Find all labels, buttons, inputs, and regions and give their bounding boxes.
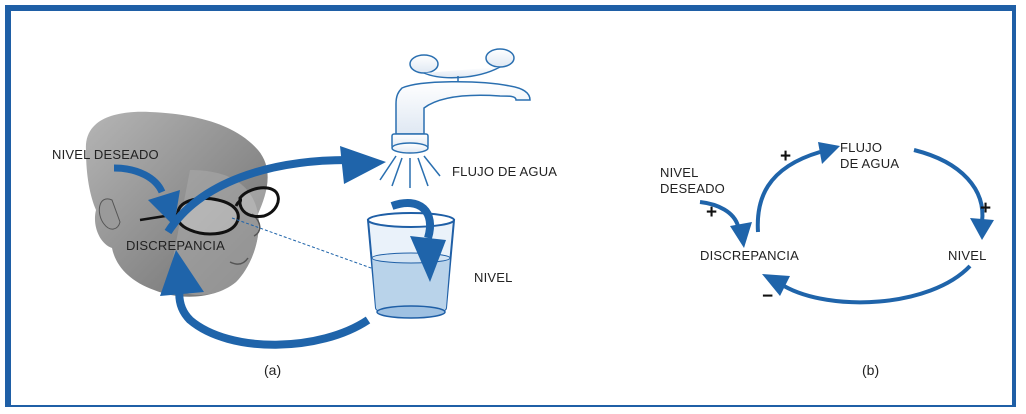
arrow-faucet-to-glass-head (410, 236, 446, 282)
arrow-glass-to-face (175, 285, 371, 349)
arrow-desired-to-discrepancy (113, 164, 166, 194)
loop-arrows-a (113, 146, 446, 349)
caption-a: (a) (264, 362, 282, 378)
glass-illustration (366, 212, 456, 319)
label-nivel-deseado-b-line2: DESEADO (660, 181, 725, 196)
arrow-face-to-faucet (164, 156, 349, 235)
sign-deseado-discrepancia: + (706, 202, 718, 223)
link-flujo-nivel (913, 148, 985, 223)
causal-loop-b (699, 148, 985, 305)
sign-discrepancia-flujo: + (780, 146, 792, 167)
arrow-glass-to-face-head (160, 250, 204, 296)
label-nivel-deseado-a: NIVEL DESEADO (52, 147, 159, 162)
label-flujo-b-line1: FLUJO (840, 140, 883, 155)
sign-flujo-nivel: + (980, 198, 992, 219)
link-deseado-discrepancia (699, 200, 740, 227)
faucet-illustration (391, 48, 531, 154)
causal-loop-b-heads (730, 142, 994, 296)
label-nivel-deseado-b-line1: NIVEL (660, 165, 699, 180)
label-discrepancia-b: DISCREPANCIA (700, 248, 799, 263)
glasses-icon (139, 186, 280, 236)
arrow-faucet-to-glass (390, 199, 434, 240)
label-flujo-de-agua-a: FLUJO DE AGUA (452, 164, 558, 179)
figure-frame (5, 5, 1016, 407)
link-discrepancia-flujo (755, 150, 821, 233)
label-flujo-b-line2: DE AGUA (840, 156, 900, 171)
arrow-desired-to-discrepancy-head (148, 190, 180, 226)
water-spray (379, 155, 441, 188)
link-nivel-discrepancia (783, 264, 972, 305)
sign-nivel-discrepancia: − (762, 286, 774, 307)
caption-b: (b) (862, 362, 880, 378)
label-discrepancia-a: DISCREPANCIA (126, 238, 225, 253)
arrow-face-to-faucet-head (340, 146, 386, 184)
label-nivel-b: NIVEL (948, 248, 987, 263)
label-nivel-a: NIVEL (474, 270, 513, 285)
